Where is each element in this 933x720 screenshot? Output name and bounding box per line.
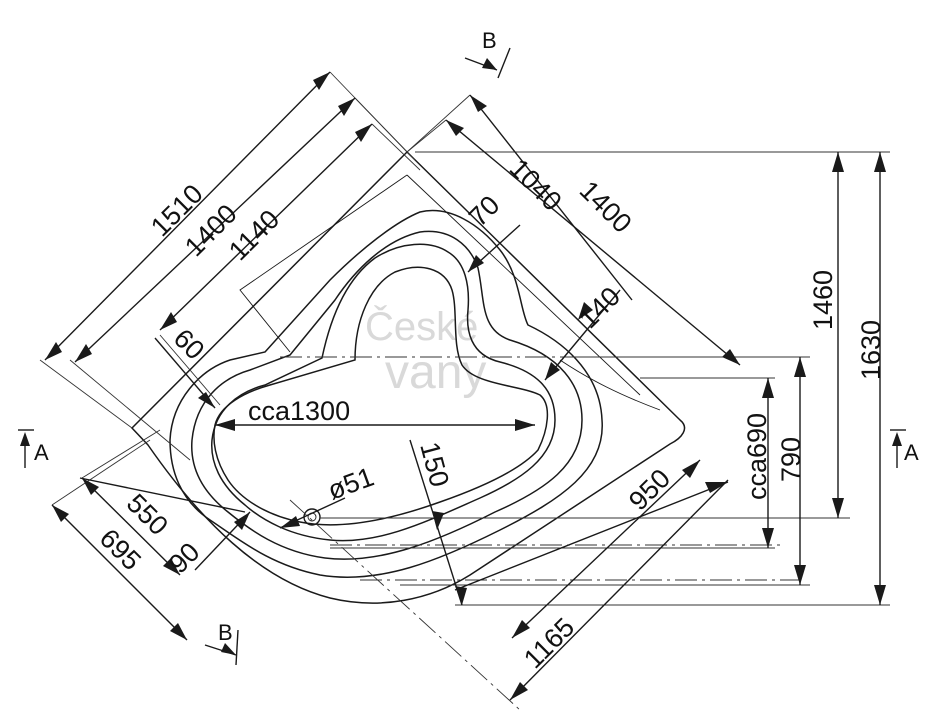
dim-90: 90 xyxy=(163,537,205,579)
tub-outer-rim xyxy=(130,150,686,604)
basin-outline-2 xyxy=(191,230,583,560)
dim-phi51: ø51 xyxy=(324,462,378,506)
basin-bottom xyxy=(213,266,549,526)
basin-outline-3 xyxy=(211,243,556,542)
dimension-lines xyxy=(44,71,886,701)
dim-cca690: cca690 xyxy=(742,413,772,500)
section-mark-a-right: A xyxy=(890,429,919,468)
dim-1400-right: 1400 xyxy=(574,175,638,239)
watermark-line2: vany xyxy=(385,346,486,399)
dim-695: 695 xyxy=(94,523,147,576)
section-mark-a-left: A xyxy=(18,429,49,468)
dim-140: 140 xyxy=(573,281,626,334)
dim-1630: 1630 xyxy=(856,320,886,380)
center-lines xyxy=(280,356,800,711)
diagonal-extension-lines xyxy=(39,71,471,506)
dim-1165: 1165 xyxy=(518,612,580,674)
section-label-a-left: A xyxy=(34,440,49,465)
section-mark-b-top: B xyxy=(464,28,511,79)
section-label-b-bottom: B xyxy=(218,620,233,645)
dim-150: 150 xyxy=(414,439,455,490)
section-label-a-right: A xyxy=(904,440,919,465)
section-label-b-top: B xyxy=(482,28,497,53)
dim-1460: 1460 xyxy=(808,270,838,330)
dimension-labels: 1510 1400 1140 60 1040 1400 70 140 1460 … xyxy=(94,153,886,674)
section-mark-b-bottom: B xyxy=(204,620,239,666)
dim-cca1300: cca1300 xyxy=(248,396,350,426)
dim-70: 70 xyxy=(463,190,505,232)
dim-950: 950 xyxy=(623,463,676,516)
basin-outline-1 xyxy=(169,209,603,578)
dim-60: 60 xyxy=(168,323,210,365)
dim-790: 790 xyxy=(776,437,806,482)
watermark-line1: České xyxy=(365,304,478,349)
